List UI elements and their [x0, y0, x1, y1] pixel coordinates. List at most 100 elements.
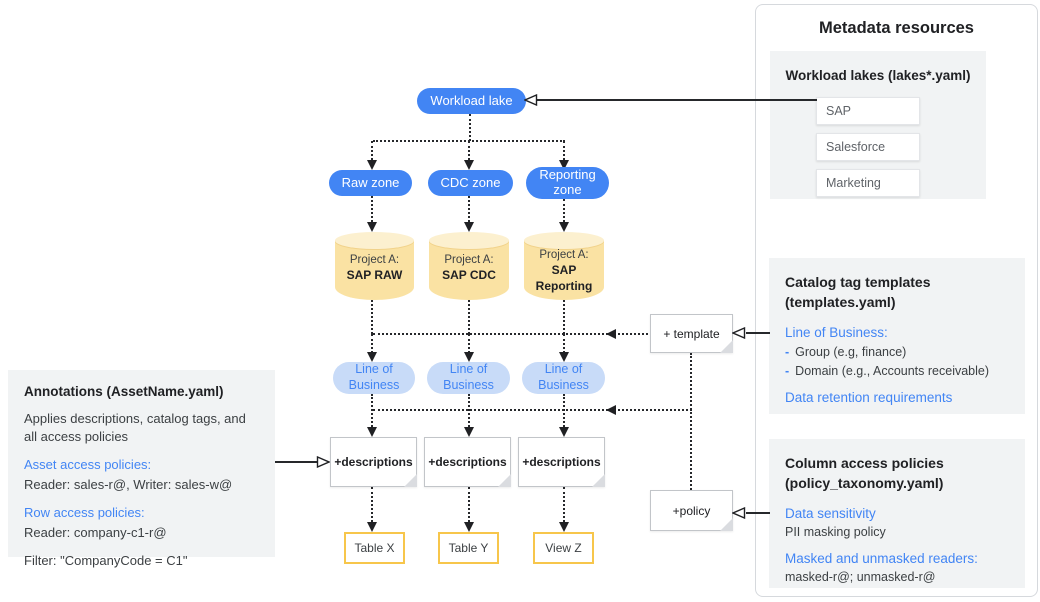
catalog-templates-section: Catalog tag templates (templates.yaml) L… — [769, 258, 1025, 414]
data-retention-heading: Data retention requirements — [785, 389, 953, 405]
descriptions-note-label: +descriptions — [428, 455, 507, 469]
hollow-left-arrowhead-icon — [524, 94, 538, 106]
connector — [371, 196, 373, 222]
arrow-annotations-to-descriptions — [275, 461, 318, 463]
left-arrowhead-icon — [606, 405, 616, 415]
filter-value: Filter: "CompanyCode = C1" — [24, 552, 188, 568]
project-prefix: Project A: — [444, 254, 494, 266]
down-arrowhead-icon — [464, 522, 474, 532]
workload-lakes-section: Workload lakes (lakes*.yaml) SAP Salesfo… — [770, 51, 986, 199]
connector — [563, 300, 565, 334]
cylinder-body — [429, 240, 509, 300]
catalog-templates-heading: Catalog tag templates — [785, 274, 931, 290]
down-arrowhead-icon — [367, 427, 377, 437]
left-arrowhead-icon — [606, 329, 616, 339]
descriptions-note: +descriptions — [330, 437, 417, 487]
connector-template-policy — [690, 353, 692, 490]
template-note-label: + template — [663, 326, 720, 341]
connector — [468, 487, 470, 522]
down-arrowhead-icon — [464, 222, 474, 232]
zone-node-cdc: CDC zone — [428, 170, 513, 196]
asset-access-heading: Asset access policies: — [24, 457, 152, 473]
down-arrowhead-icon — [559, 352, 569, 362]
column-policies-heading-file: (policy_taxonomy.yaml) — [785, 475, 944, 492]
project-name: SAP Reporting — [535, 262, 593, 293]
folded-corner-icon — [404, 474, 417, 487]
descriptions-note-label: +descriptions — [334, 455, 413, 469]
annotations-description: Applies descriptions, catalog tags, and … — [24, 410, 246, 445]
connector — [468, 141, 470, 160]
arrow-catalog-to-template — [746, 332, 770, 334]
project-name: SAP RAW — [346, 267, 403, 282]
workload-lakes-heading: Workload lakes (lakes*.yaml) — [785, 68, 971, 83]
bullet-text: Group (e.g, finance) — [795, 344, 907, 359]
down-arrowhead-icon — [559, 522, 569, 532]
descriptions-note-label: +descriptions — [522, 455, 601, 469]
connector — [563, 141, 565, 160]
bullet-dash-icon: - — [785, 363, 790, 378]
connector — [563, 199, 565, 222]
down-arrowhead-icon — [464, 427, 474, 437]
connector — [468, 300, 470, 334]
down-arrowhead-icon — [464, 352, 474, 362]
hollow-left-arrowhead-icon — [732, 507, 746, 519]
connector — [371, 141, 373, 160]
folded-corner-icon — [720, 518, 733, 531]
cylinder-top — [335, 232, 414, 249]
workload-lake-node: Workload lake — [417, 88, 526, 114]
policy-note: +policy — [650, 490, 733, 531]
annotations-panel: Annotations (AssetName.yaml) Applies des… — [8, 370, 275, 568]
output-table-y: Table Y — [438, 532, 499, 564]
lob-node: Line of Business — [333, 362, 415, 394]
folded-corner-icon — [720, 340, 733, 353]
column-policies-section: Column access policies (policy_taxonomy.… — [769, 439, 1025, 588]
lob-heading: Line of Business: — [785, 324, 888, 340]
connector — [563, 334, 565, 353]
lake-item-sap: SAP — [816, 96, 920, 125]
row-access-value: Reader: company-c1-r@ — [24, 524, 167, 540]
folded-corner-icon — [498, 474, 511, 487]
output-view-z: View Z — [533, 532, 594, 564]
connector — [371, 394, 373, 427]
project-cylinder-sap-reporting: Project A:SAP Reporting — [524, 232, 604, 300]
lob-bullet-domain: - Domain (e.g., Accounts receivable) — [785, 364, 1009, 378]
bullet-dash-icon: - — [785, 344, 790, 359]
connector-lake-down — [469, 114, 471, 141]
project-cylinder-sap-cdc: Project A:SAP CDC — [429, 232, 509, 300]
lake-item-marketing: Marketing — [816, 168, 920, 197]
lob-node: Line of Business — [427, 362, 510, 394]
zone-node-raw: Raw zone — [329, 170, 412, 196]
folded-corner-icon — [592, 474, 605, 487]
project-name: SAP CDC — [442, 267, 496, 282]
project-cylinder-sap-raw: Project A:SAP RAW — [335, 232, 414, 300]
lake-item-salesforce: Salesforce — [816, 132, 920, 161]
lob-node: Line of Business — [522, 362, 605, 394]
masked-readers-value: masked-r@; unmasked-r@ — [785, 569, 936, 584]
connector — [468, 196, 470, 222]
connector — [563, 487, 565, 522]
down-arrowhead-icon — [559, 160, 569, 170]
connector — [371, 487, 373, 522]
cylinder-top — [429, 232, 509, 249]
column-policies-heading: Column access policies — [785, 455, 944, 471]
descriptions-note: +descriptions — [518, 437, 605, 487]
data-sensitivity-value: PII masking policy — [785, 524, 886, 539]
down-arrowhead-icon — [559, 427, 569, 437]
down-arrowhead-icon — [367, 522, 377, 532]
connector-annotation-bus — [373, 409, 692, 411]
arrow-policies-to-policy — [746, 512, 770, 514]
policy-note-label: +policy — [672, 503, 711, 518]
connector — [371, 334, 373, 353]
connector-template-bus — [373, 333, 652, 335]
cylinder-body — [335, 240, 414, 300]
catalog-templates-heading-file: (templates.yaml) — [785, 294, 896, 311]
connector — [371, 300, 373, 334]
hollow-left-arrowhead-icon — [732, 327, 746, 339]
arrow-sap-to-lake — [536, 99, 817, 101]
down-arrowhead-icon — [367, 352, 377, 362]
row-access-heading: Row access policies: — [24, 504, 145, 520]
lob-bullet-group: - Group (e.g, finance) — [785, 345, 1009, 359]
descriptions-note: +descriptions — [424, 437, 511, 487]
masked-readers-heading: Masked and unmasked readers: — [785, 550, 978, 566]
metadata-resources-panel: Metadata resources Workload lakes (lakes… — [755, 4, 1038, 597]
